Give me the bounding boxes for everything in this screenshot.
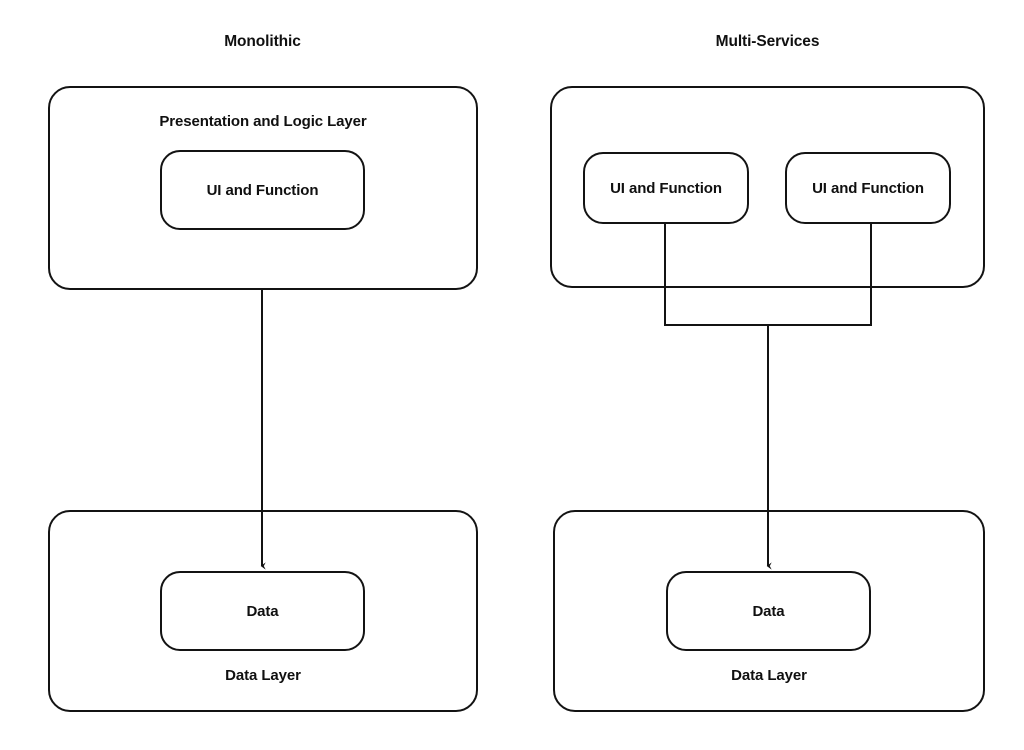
monolithic-data-box[interactable]: Data	[160, 571, 365, 651]
monolithic-data-layer-caption: Data Layer	[225, 667, 301, 684]
multi-services-data-layer-caption: Data Layer	[731, 667, 807, 684]
monolithic-ui-and-function-label: UI and Function	[206, 181, 319, 199]
monolithic-data-layer-container[interactable]	[48, 510, 478, 712]
multi-services-ui-and-function-box-1[interactable]: UI and Function	[583, 152, 749, 224]
multi-services-ui-and-function-label-1: UI and Function	[610, 179, 722, 197]
monolithic-presentation-logic-layer-caption: Presentation and Logic Layer	[159, 113, 367, 130]
monolithic-presentation-logic-layer-container[interactable]	[48, 86, 478, 290]
multi-services-data-box[interactable]: Data	[666, 571, 871, 651]
column-title-multi-services: Multi-Services	[715, 33, 820, 50]
multi-services-data-label: Data	[752, 602, 785, 620]
column-title-monolithic: Monolithic	[224, 33, 301, 50]
multi-services-data-layer-container[interactable]	[553, 510, 985, 712]
multi-services-ui-and-function-box-2[interactable]: UI and Function	[785, 152, 951, 224]
monolithic-data-label: Data	[246, 602, 279, 620]
monolithic-ui-and-function-box[interactable]: UI and Function	[160, 150, 365, 230]
multi-services-ui-and-function-label-2: UI and Function	[812, 179, 924, 197]
